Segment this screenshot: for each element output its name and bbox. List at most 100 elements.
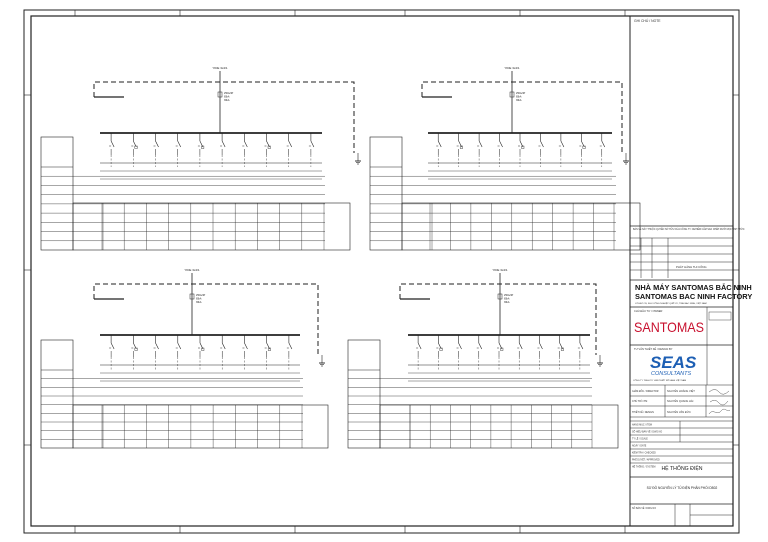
signature-director: [708, 389, 730, 395]
system-title: HỆ THỐNG ĐIỆN: [661, 464, 702, 472]
circuit-contact: [558, 145, 562, 155]
schedule-header: [347, 339, 381, 449]
copyright-note: BẢN VẼ NÀY THUỘC QUYỀN SỞ HỮU CỦA CÔNG T…: [633, 228, 745, 231]
owner-logo: SANTOMAS: [634, 319, 704, 335]
main-breaker: [497, 293, 503, 300]
circuit-contact: [242, 347, 245, 357]
circuit-contact: [579, 145, 582, 155]
circuit-contact: [286, 347, 290, 357]
circuit-contact: [517, 347, 520, 357]
circuit-contact: [109, 145, 112, 155]
main-breaker-label: 65kA: [516, 95, 522, 98]
info-row-label: KIỂM TRA / CHECKED: [632, 452, 656, 455]
schedule-grid: [72, 404, 329, 449]
circuit-contact: [197, 145, 201, 155]
circuit-contact: [497, 347, 500, 357]
main-breaker: [189, 293, 195, 300]
note-label: GHI CHÚ / NOTE: [634, 18, 661, 23]
circuit-breaker: [478, 342, 483, 350]
circuit-contact: [456, 145, 459, 155]
main-breaker-label: 36kA: [224, 99, 230, 102]
circuit-contact: [198, 347, 201, 357]
manager-label: CHỦ TRÌ / PM: [632, 400, 647, 403]
enclosure-outline: [421, 81, 623, 153]
circuit-breaker: [499, 140, 503, 148]
circuit-contact: [175, 347, 179, 357]
main-breaker-label: 36kA: [504, 301, 510, 304]
circuit-breaker: [579, 342, 584, 350]
circuit-breaker: [288, 140, 292, 148]
circuit-breaker: [155, 342, 159, 350]
schedule-grid: [72, 202, 351, 251]
main-breaker: [217, 91, 223, 98]
manager-name: NGUYỄN QUANG HẢI: [667, 398, 694, 403]
relay-box: [521, 145, 525, 149]
main-breaker-label: 36kA: [196, 301, 202, 304]
outer-frame: [23, 9, 740, 534]
circuit-contact: [537, 347, 540, 357]
circuit-breaker: [458, 342, 462, 350]
feeder-label: YIDE 3x4/1: [504, 66, 520, 70]
relay-box: [439, 347, 443, 351]
circuit-breaker: [540, 140, 544, 148]
relay-box: [500, 347, 504, 351]
staff-rows: [630, 384, 733, 418]
main-breaker: [509, 91, 515, 98]
circuit-contact: [497, 145, 500, 155]
circuit-breaker: [110, 140, 115, 148]
circuit-breaker: [244, 140, 248, 148]
circuit-contact: [436, 347, 439, 357]
schedule-header: [369, 136, 403, 251]
owner-label: CHỦ ĐẦU TƯ / OWNER: [634, 308, 663, 313]
circuit-contact: [153, 145, 156, 155]
project-address: LÔ ĐẤT CN, KHU CÔNG NGHIỆP QUẾ VÕ, TỈNH …: [635, 302, 707, 305]
owner-stamp-box: [708, 311, 732, 321]
schedule-header: [40, 339, 74, 449]
feeder-label: YIDE 3x4/1: [184, 268, 200, 272]
signature-designer: [708, 408, 731, 415]
relay-box: [459, 145, 463, 149]
circuit-breaker: [288, 342, 293, 350]
relay-box: [267, 145, 271, 149]
project-name-en: SANTOMAS BAC NINH FACTORY: [635, 292, 752, 301]
info-row-label: HỆ THỐNG / SYSTEM: [632, 466, 656, 469]
circuit-contact: [308, 145, 312, 155]
consultant-note: CÔNG TY TNHH TƯ VẤN THIẾT KẾ SEAS VIỆT N…: [633, 379, 686, 382]
circuit-breaker: [177, 140, 181, 148]
circuit-contact: [131, 347, 134, 357]
main-breaker-label: 65kA: [196, 297, 202, 300]
main-breaker-label: 250A/4P: [196, 294, 206, 297]
info-row-label: TỶ LỆ / SCALE: [632, 438, 648, 441]
info-row-label: NGÀY / DATE: [632, 445, 647, 448]
circuit-contact: [477, 145, 480, 155]
circuit-contact: [538, 145, 541, 155]
consultant-sub: CONSULTANTS: [651, 371, 691, 377]
circuit-breaker: [478, 140, 483, 148]
info-row-label: SỐ HIỆU BẢN VẼ / DWG NO: [632, 431, 662, 434]
circuit-breaker: [437, 140, 442, 148]
relay-box: [134, 347, 138, 351]
enclosure-outline: [399, 283, 597, 355]
circuit-contact: [109, 347, 112, 357]
feeder-label: YIDE 3x4/1: [212, 66, 228, 70]
main-breaker-label: 65kA: [224, 95, 230, 98]
consultant-logo: SEAS: [650, 353, 697, 372]
designer-name: NGUYỄN VĂN ĐỨC: [667, 409, 691, 414]
circuit-contact: [264, 145, 267, 155]
enclosure-outline: [93, 81, 355, 153]
drawing-no-label: SỐ BẢN VẼ / DWG NO: [632, 507, 656, 510]
circuit-contact: [153, 347, 156, 357]
circuit-contact: [175, 145, 178, 155]
inner-frame: [30, 15, 734, 527]
info-row-label: PHÊ DUYỆT / APPROVED: [632, 459, 660, 462]
circuit-breaker: [601, 140, 606, 148]
frame-ticks: [24, 10, 739, 533]
director-name: NGUYỄN HOÀNG VIỆT: [667, 388, 695, 393]
circuit-breaker: [310, 140, 315, 148]
main-breaker-label: 250A/4P: [224, 92, 234, 95]
circuit-contact: [416, 347, 419, 357]
